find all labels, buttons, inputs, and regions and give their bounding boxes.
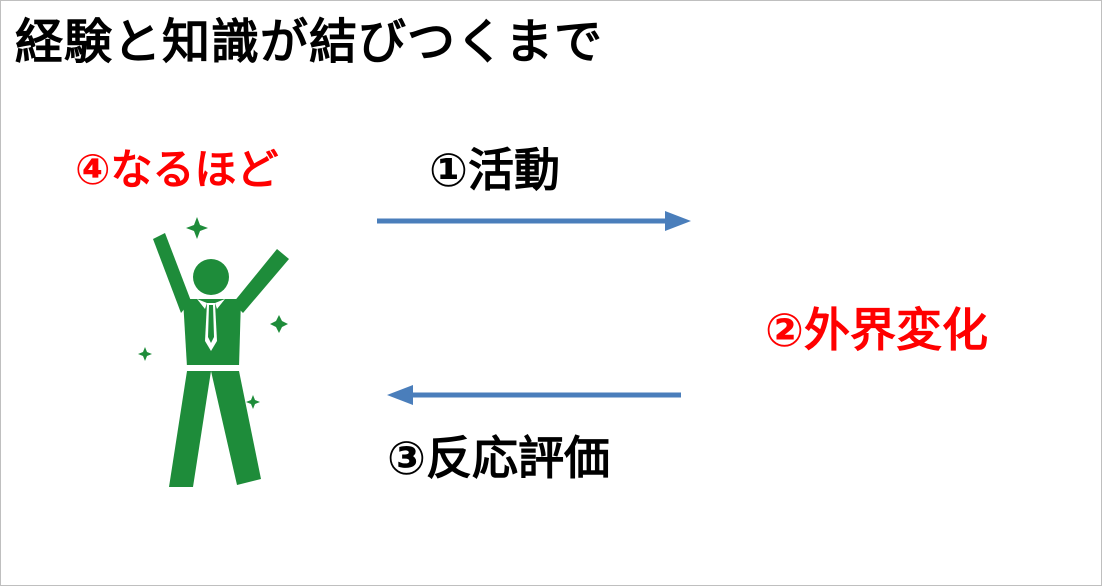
cheering-businessman-icon [138, 217, 289, 487]
step-1-label: ①活動 [429, 143, 560, 197]
step-2-label: ②外界変化 [765, 303, 988, 357]
arrow-left-icon [387, 385, 681, 405]
slide-title: 経験と知識が結びつくまで [15, 14, 604, 70]
arrow-right-icon [377, 211, 691, 231]
sparkle-icon [138, 217, 288, 409]
step-3-label: ③反応評価 [387, 431, 610, 485]
step-4-label: ④なるほど [75, 145, 279, 194]
